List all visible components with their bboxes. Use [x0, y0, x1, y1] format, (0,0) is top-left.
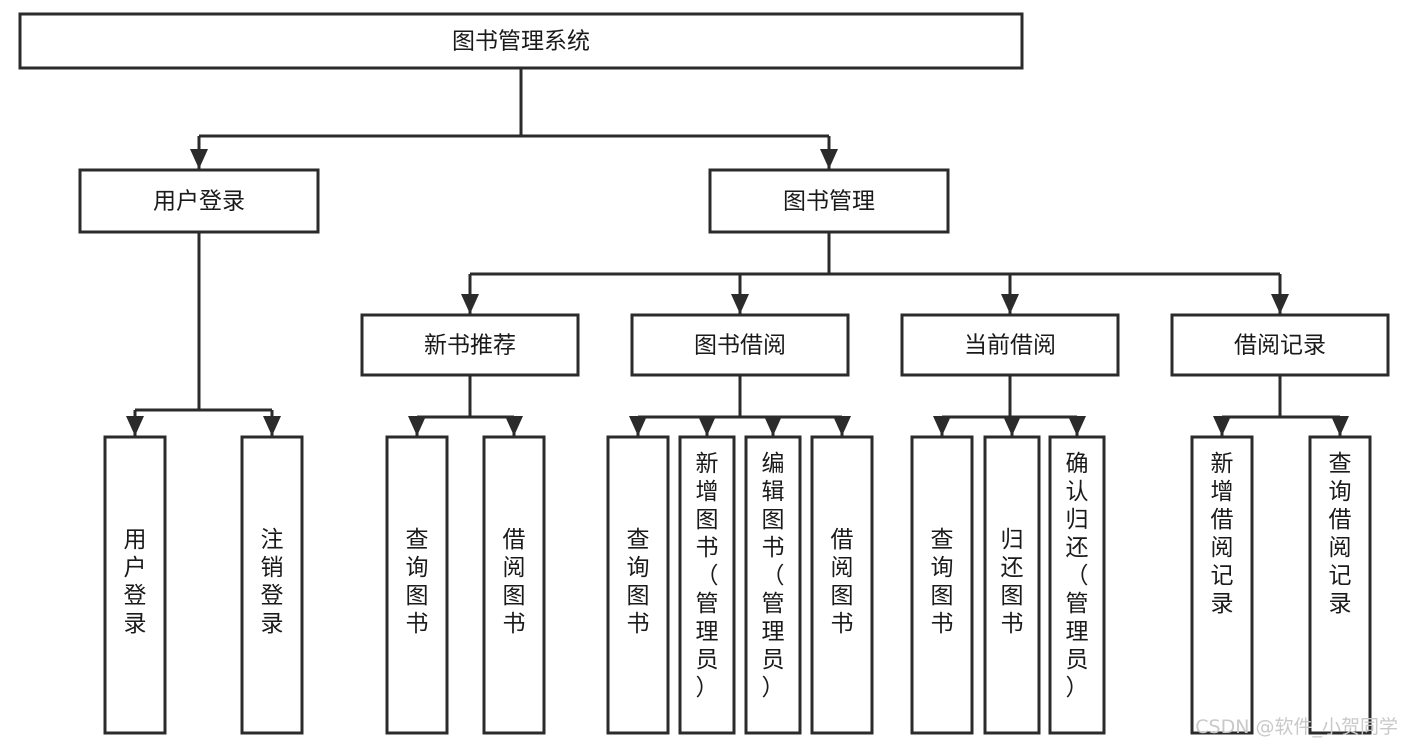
- node-leaf-5[interactable]: 新增图书（管理员）: [678, 435, 736, 735]
- arrow-head-icon: [820, 149, 838, 169]
- node-root-label: 图书管理系统: [452, 29, 590, 55]
- csdn-watermark: CSDN @软件_小贺同学: [1195, 716, 1398, 738]
- node-leaf-4-box[interactable]: [606, 435, 670, 735]
- arrow-head-icon: [1213, 416, 1231, 436]
- node-level3-1[interactable]: 图书借阅: [630, 313, 850, 377]
- arrow-head-icon: [1331, 416, 1349, 436]
- arrow-head-icon: [629, 416, 647, 436]
- node-leaf-5-box[interactable]: [678, 435, 736, 735]
- arrow-head-icon: [933, 416, 951, 436]
- node-leaf-2-label: 查询图书: [406, 527, 429, 637]
- node-leaf-12-label: 查询借阅记录: [1329, 451, 1352, 617]
- node-leaf-4[interactable]: 查询图书: [606, 435, 670, 735]
- arrow-head-icon: [126, 416, 144, 436]
- node-leaf-9[interactable]: 归还图书: [983, 435, 1041, 735]
- arrow-head-icon: [731, 294, 749, 314]
- arrow-head-icon: [408, 416, 426, 436]
- node-level3-3-label: 借阅记录: [1234, 333, 1326, 359]
- arrow-head-icon: [505, 416, 523, 436]
- arrow-head-icon: [1001, 294, 1019, 314]
- node-leaf-8-label: 查询图书: [931, 527, 954, 637]
- node-leaf-0[interactable]: 用户登录: [103, 435, 167, 735]
- node-leaf-12-box[interactable]: [1308, 435, 1372, 735]
- node-level3-3[interactable]: 借阅记录: [1170, 313, 1390, 377]
- arrow-head-icon: [698, 416, 716, 436]
- node-leaf-10[interactable]: 确认归还（管理员）: [1048, 435, 1106, 735]
- node-leaf-10-label: 确认归还（管理员）: [1066, 451, 1089, 701]
- node-leaf-2[interactable]: 查询图书: [385, 435, 449, 735]
- node-level2-0-box[interactable]: [78, 168, 320, 234]
- node-level3-2-label: 当前借阅: [964, 333, 1056, 359]
- node-level2-0-label: 用户登录: [153, 189, 245, 215]
- node-layer: 图书管理系统用户登录图书管理新书推荐图书借阅当前借阅借阅记录用户登录注销登录查询…: [18, 12, 1390, 735]
- connector-layer: [126, 68, 1349, 436]
- node-level3-1-box[interactable]: [630, 313, 850, 377]
- node-leaf-8-box[interactable]: [910, 435, 974, 735]
- node-leaf-1-box[interactable]: [240, 435, 304, 735]
- node-leaf-9-label: 归还图书: [1001, 527, 1024, 637]
- node-level3-0[interactable]: 新书推荐: [360, 313, 580, 377]
- arrow-head-icon: [1003, 416, 1021, 436]
- node-leaf-1[interactable]: 注销登录: [240, 435, 304, 735]
- node-leaf-2-box[interactable]: [385, 435, 449, 735]
- node-level3-1-label: 图书借阅: [694, 333, 786, 359]
- arrow-head-icon: [1068, 416, 1086, 436]
- node-level3-3-box[interactable]: [1170, 313, 1390, 377]
- node-leaf-11[interactable]: 新增借阅记录: [1190, 435, 1254, 735]
- node-level3-0-box[interactable]: [360, 313, 580, 377]
- node-leaf-3-label: 借阅图书: [503, 527, 526, 637]
- arrow-head-icon: [764, 416, 782, 436]
- node-leaf-6-box[interactable]: [744, 435, 802, 735]
- node-root[interactable]: 图书管理系统: [18, 12, 1024, 70]
- node-level3-2[interactable]: 当前借阅: [900, 313, 1120, 377]
- arrow-head-icon: [263, 416, 281, 436]
- node-level2-1-box[interactable]: [708, 168, 950, 234]
- node-leaf-0-label: 用户登录: [124, 527, 147, 637]
- node-leaf-10-box[interactable]: [1048, 435, 1106, 735]
- node-leaf-8[interactable]: 查询图书: [910, 435, 974, 735]
- node-leaf-7-box[interactable]: [810, 435, 874, 735]
- node-leaf-12[interactable]: 查询借阅记录: [1308, 435, 1372, 735]
- node-leaf-0-box[interactable]: [103, 435, 167, 735]
- node-leaf-6-label: 编辑图书（管理员）: [762, 451, 785, 701]
- node-leaf-7-label: 借阅图书: [831, 527, 854, 637]
- node-level2-1-label: 图书管理: [783, 189, 875, 215]
- arrow-head-icon: [461, 294, 479, 314]
- node-level2-0[interactable]: 用户登录: [78, 168, 320, 234]
- node-leaf-3[interactable]: 借阅图书: [482, 435, 546, 735]
- node-leaf-1-label: 注销登录: [261, 527, 284, 637]
- node-leaf-6[interactable]: 编辑图书（管理员）: [744, 435, 802, 735]
- node-level2-1[interactable]: 图书管理: [708, 168, 950, 234]
- arrow-head-icon: [190, 149, 208, 169]
- node-leaf-11-box[interactable]: [1190, 435, 1254, 735]
- node-leaf-3-box[interactable]: [482, 435, 546, 735]
- arrow-head-icon: [833, 416, 851, 436]
- arrow-head-icon: [1271, 294, 1289, 314]
- node-leaf-4-label: 查询图书: [627, 527, 650, 637]
- node-leaf-9-box[interactable]: [983, 435, 1041, 735]
- node-leaf-5-label: 新增图书（管理员）: [696, 451, 719, 701]
- node-level3-2-box[interactable]: [900, 313, 1120, 377]
- node-leaf-11-label: 新增借阅记录: [1211, 451, 1234, 617]
- node-root-box[interactable]: [18, 12, 1024, 70]
- node-level3-0-label: 新书推荐: [424, 333, 516, 359]
- node-leaf-7[interactable]: 借阅图书: [810, 435, 874, 735]
